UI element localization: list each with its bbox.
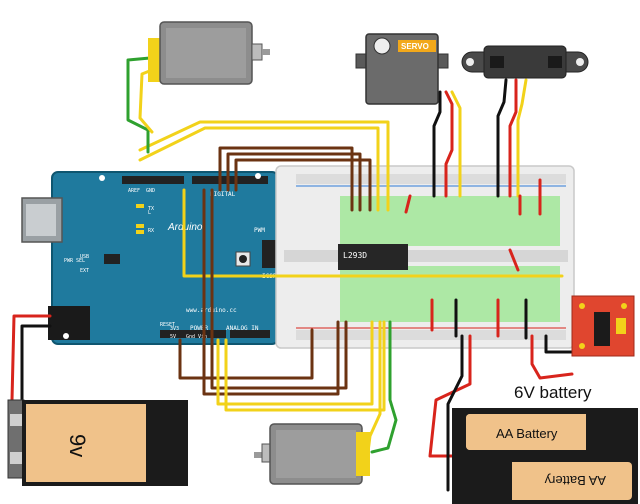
brown-wire-low-b [210,188,348,390]
brown-wire-top-c [234,158,372,212]
black-wire-6v [544,334,574,354]
breadboard [275,165,575,349]
aref-label: AREF [128,188,140,194]
v5-label: 5V [170,334,176,340]
yellow-wire-low-b [224,320,386,412]
reset-label: RESET [160,322,175,328]
usb-label: USB [80,254,89,260]
brown-wire-low-c [178,328,314,380]
red-wire-servo [444,90,454,198]
yellow-wire-servo [450,90,462,198]
gnd-vin-label: Gnd Vin [186,334,207,340]
red-wire-aa [428,334,472,458]
v3-label: 3V3 [170,326,179,332]
yellow-wire-top-b [138,126,380,212]
green-wire-motor1 [126,56,152,154]
power-header-label: POWER [190,325,208,332]
black-wire-aa [446,334,464,492]
aa-bottom-label: AA Battery [544,473,606,488]
yellow-wire-long [182,188,564,278]
black-wire-sensor [496,78,508,198]
dc-motor-top [148,21,270,85]
black-wire-servo [432,90,442,198]
ic-label: L293D [343,251,367,260]
nine-volt-label: 9v [65,434,90,457]
brown-wire-top-b [226,152,362,212]
yellow-wire-motor1 [138,68,154,134]
servo-brand-label: SERVO [401,42,429,51]
brown-wire-top-a [218,146,354,212]
pwr-sel-label: PWR SEL [64,258,85,264]
led-l-label: L [148,210,151,216]
pwm-label: PWM [254,227,265,234]
red-wire-6v [530,334,574,380]
battery-caption: 6V battery [514,383,592,402]
distance-sensor [461,45,589,79]
l293d-chip: L293D [338,244,408,270]
tx-label: TX [148,206,154,212]
nine-volt-battery: 9v [7,399,188,486]
analog-header-label: ANALOG IN [226,325,259,332]
red-driver-module [571,295,635,357]
servo: SERVO [355,33,449,105]
aa-battery-pack: AA Battery AA Battery [452,408,638,504]
rx-label: RX [148,228,154,234]
black-wire-9v [20,324,52,402]
green-wire-motor2 [370,320,398,454]
red-wire-sensor [508,78,518,198]
brown-wire-low-a [202,188,340,396]
dc-motor-bottom [254,423,370,485]
gnd-label: GND [146,188,155,194]
aa-top-label: AA Battery [496,426,558,441]
arduino-board: Arduino www.arduino.cc DIGITAL POWER ANA… [21,171,279,345]
yellow-wire-sensor [516,78,528,198]
yellow-wire-top-a [138,120,390,212]
yellow-wire-low-a [216,320,374,406]
digital-header-label: DIGITAL [210,191,236,198]
ext-label: EXT [80,268,89,274]
